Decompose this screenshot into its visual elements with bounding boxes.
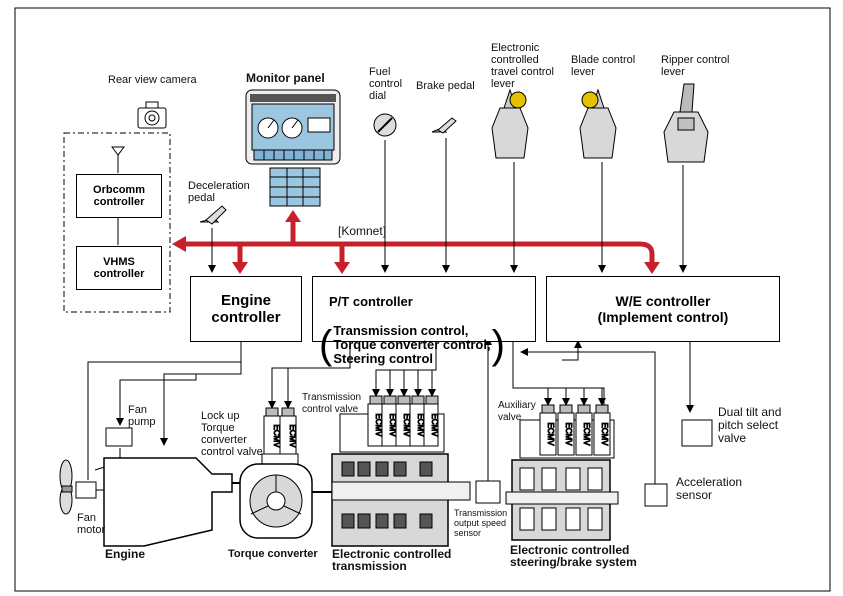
antenna-icon <box>111 146 125 173</box>
pt-controller-title: P/T controller <box>329 294 413 309</box>
fuel-dial-icon <box>373 113 397 137</box>
ecmv-label: ECMV <box>430 413 439 437</box>
torque-converter-icon <box>239 463 313 539</box>
acceleration-sensor-label: Acceleration sensor <box>676 475 743 502</box>
dual-tilt-valve-box <box>681 419 713 447</box>
torque-converter-label: Torque converter <box>228 548 318 560</box>
vhms-controller: VHMS controller <box>76 246 162 290</box>
ecmv-label: ECMV <box>416 413 425 437</box>
steering-ecmv-group: ECMV ECMV ECMV ECMV <box>519 404 615 459</box>
komnet-label: [Komnet] <box>338 224 387 238</box>
vhms-controller-label: VHMS controller <box>93 256 145 280</box>
travel-control-lever-label: Electronic controlled travel control lev… <box>491 42 554 90</box>
engine-controller: Engine controller <box>190 276 302 342</box>
ecmv-label: ECMV <box>374 413 383 437</box>
acceleration-sensor-box <box>644 483 668 507</box>
ecmv-label: ECMV <box>288 424 297 448</box>
transmission-label: Electronic controlled transmission <box>332 547 452 573</box>
fuel-control-dial-label: Fuel control dial <box>369 66 403 102</box>
trans-output-speed-sensor-box <box>475 480 501 504</box>
blade-control-lever-label: Blade control lever <box>571 54 636 78</box>
we-controller-label: W/E controller (Implement control) <box>597 293 729 325</box>
pt-controller-functions: Transmission control, Torque converter c… <box>333 323 491 366</box>
engine-controller-label: Engine controller <box>211 292 281 326</box>
deceleration-pedal-icon <box>199 205 227 225</box>
brake-pedal-icon <box>431 117 457 134</box>
steering-brake-label: Electronic controlled steering/brake sys… <box>510 543 637 569</box>
komnet-bus <box>182 218 655 264</box>
dual-tilt-valve-label: Dual tilt and pitch select valve <box>718 405 782 445</box>
orbcomm-controller: Orbcomm controller <box>76 174 162 218</box>
lockup-valve-label: Lock up Torque converter control valve <box>201 410 263 458</box>
komnet-arrowheads <box>172 210 660 274</box>
auxiliary-valve-label: Auxiliary valve <box>498 400 536 423</box>
blade-lever-icon <box>579 88 617 159</box>
fan-pump-label: Fan pump <box>128 404 156 428</box>
ripper-control-lever-label: Ripper control lever <box>661 54 730 78</box>
camera-icon <box>137 101 167 129</box>
ripper-lever-icon <box>663 83 709 163</box>
fan-icon <box>59 459 73 515</box>
ecmv-label: ECMV <box>272 424 281 448</box>
we-controller: W/E controller (Implement control) <box>546 276 780 342</box>
lockup-ecmv-group: ECMV ECMV <box>261 407 299 465</box>
transmission-icon <box>331 453 471 547</box>
ecmv-label: ECMV <box>402 413 411 437</box>
paren-left: ( <box>319 323 333 367</box>
transmission-control-valve-label: Transmission control valve <box>302 392 362 415</box>
travel-lever-icon <box>491 88 529 159</box>
fan-motor-label: Fan motor <box>77 512 106 536</box>
rear-view-camera-label: Rear view camera <box>108 74 197 86</box>
transmission-ecmv-group: ECMV ECMV ECMV ECMV ECMV <box>339 395 445 453</box>
steering-brake-icon <box>505 459 619 541</box>
ecmv-label: ECMV <box>582 422 591 446</box>
telematics-enclosure <box>63 132 171 313</box>
input-lines <box>208 138 687 273</box>
output-lines <box>87 337 694 484</box>
monitor-panel-icon <box>245 89 341 207</box>
page-frame <box>14 7 831 592</box>
ecmv-label: ECMV <box>600 422 609 446</box>
pt-controller: P/T controller ( Transmission control, T… <box>312 276 536 366</box>
ecmv-label: ECMV <box>546 422 555 446</box>
engine-label: Engine <box>105 547 146 561</box>
deceleration-pedal-label: Deceleration pedal <box>188 180 250 204</box>
ecmv-label: ECMV <box>564 422 573 446</box>
monitor-panel-label: Monitor panel <box>246 71 325 85</box>
fan-motor-box <box>75 481 97 499</box>
paren-right: ) <box>491 323 505 367</box>
fan-pump-box <box>105 427 133 447</box>
ecmv-label: ECMV <box>388 413 397 437</box>
engine-block <box>103 457 233 547</box>
trans-output-speed-sensor-label: Transmission output speed sensor <box>454 508 508 538</box>
orbcomm-controller-label: Orbcomm controller <box>93 184 145 208</box>
brake-pedal-label: Brake pedal <box>416 80 475 92</box>
